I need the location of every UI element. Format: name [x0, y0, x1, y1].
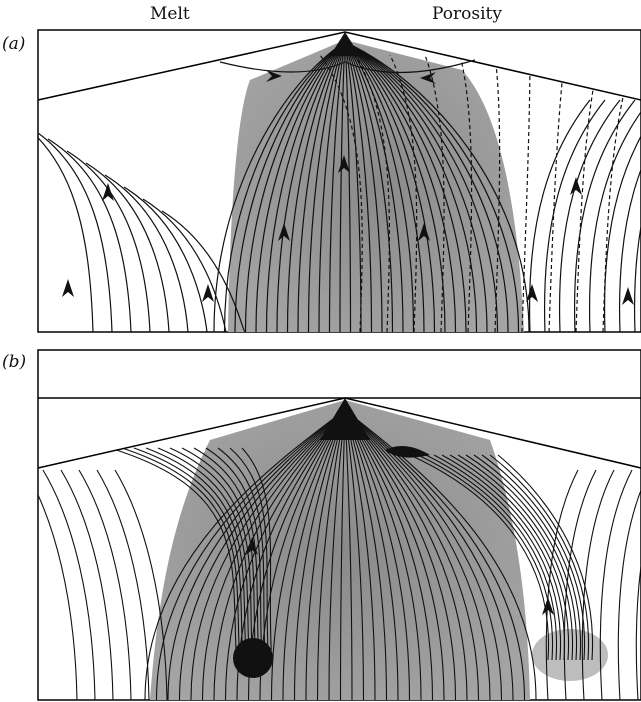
streamline — [124, 187, 207, 332]
streamline — [79, 470, 131, 700]
streamline — [67, 151, 150, 332]
panel-a — [10, 30, 641, 332]
streamline — [10, 115, 93, 332]
streamline — [86, 163, 169, 332]
streamline — [61, 470, 113, 700]
streamline — [97, 470, 149, 700]
flow-arrow — [62, 279, 74, 297]
panel-b — [25, 350, 641, 700]
streamline — [618, 470, 641, 700]
panel-b-pale-blob — [532, 629, 608, 681]
panel-b-shaded-region — [150, 400, 530, 700]
porosity-contour — [603, 55, 635, 332]
streamline — [605, 100, 641, 332]
streamline — [143, 199, 226, 332]
flow-arrow — [570, 177, 582, 195]
flow-arrow — [622, 287, 634, 305]
streamline — [25, 470, 77, 700]
streamline — [29, 127, 112, 332]
streamline — [105, 175, 188, 332]
streamline — [600, 470, 632, 700]
flow-arrow — [526, 284, 538, 302]
flow-arrow — [102, 183, 114, 201]
streamline — [43, 470, 95, 700]
porosity-contour — [549, 55, 565, 332]
streamline — [635, 100, 641, 332]
panel-b-dark-blob — [233, 638, 273, 678]
